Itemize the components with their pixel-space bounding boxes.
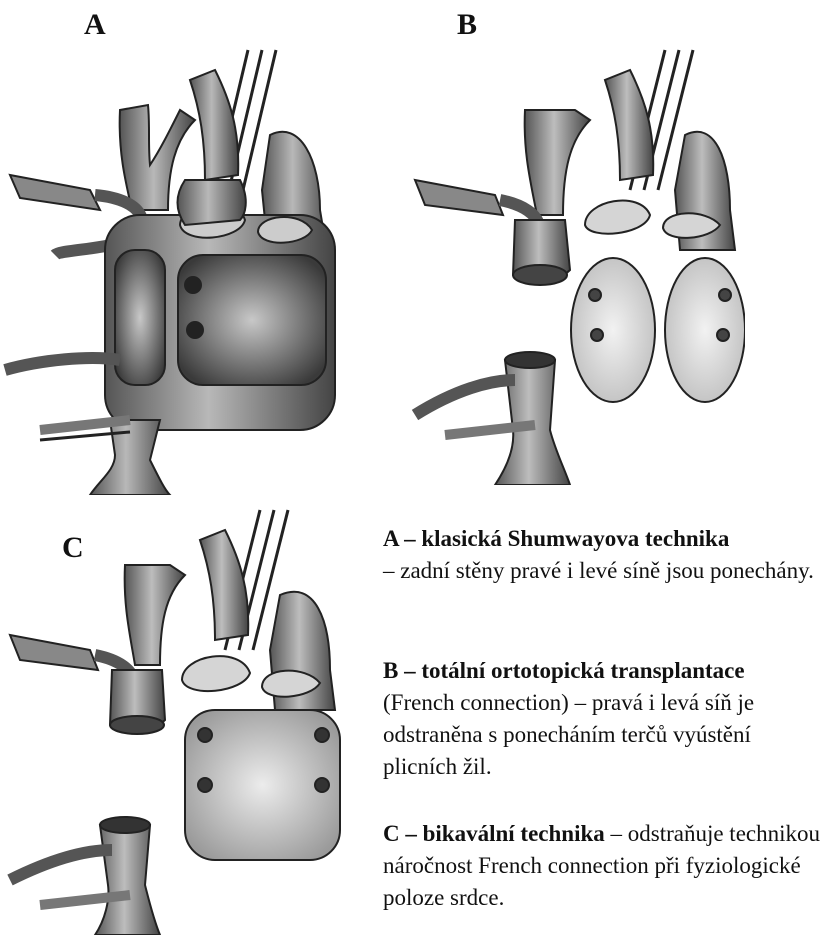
legend-term-a: A – klasická Shumwayova technika (383, 526, 729, 551)
legend-term-b: B – totální ortotopická transplantace (383, 658, 745, 683)
legend-item-a: A – klasická Shumwayova technika – zadní… (383, 523, 828, 587)
illustration-total-orthotopic (405, 40, 745, 485)
legend-description-b: (French connection) – pravá i levá síň j… (383, 690, 754, 779)
legend-term-c: C – bikavální technika (383, 821, 605, 846)
illustration-shumway (0, 40, 370, 495)
legend-item-c: C – bikavální technika – odstraňuje tech… (383, 818, 828, 914)
panel-label-a: A (84, 10, 106, 40)
illustration-bicaval (0, 495, 385, 935)
panel-label-b: B (457, 10, 477, 40)
legend-description-a: – zadní stěny pravé i levé síně jsou pon… (383, 558, 814, 583)
legend-item-b: B – totální ortotopická transplantace (F… (383, 655, 828, 783)
